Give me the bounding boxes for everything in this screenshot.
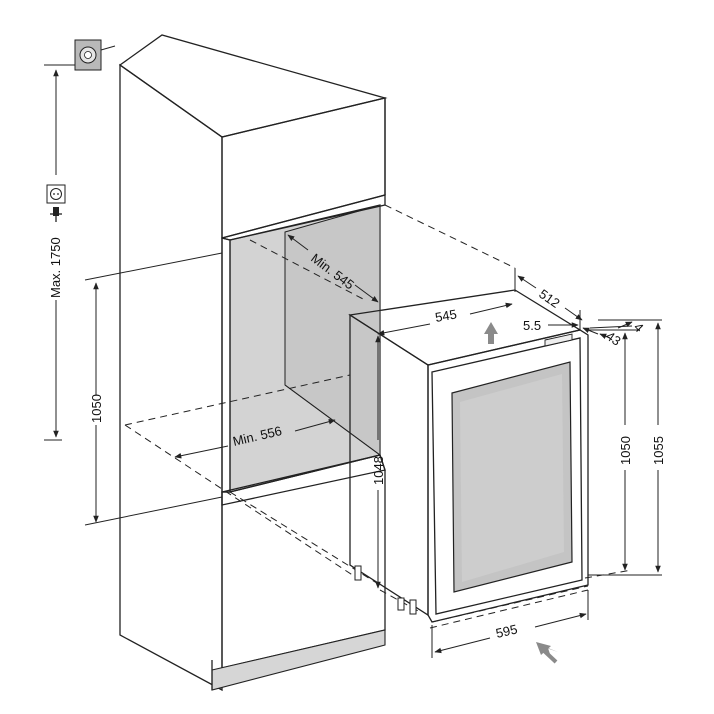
label-unit-top-depth: 545 (434, 306, 458, 325)
label-unit-total-depth: 512 (536, 286, 562, 311)
cooler-handle (544, 333, 573, 347)
label-unit-height: 1050 (618, 436, 633, 465)
airflow-front-arrow-icon (536, 642, 558, 664)
label-unit-height-with-door: 1055 (651, 436, 666, 465)
guide-lines (124, 204, 633, 629)
label-unit-width: 595 (494, 621, 519, 640)
label-door-thickness: 43 (603, 328, 623, 349)
label-gap: 5.5 (523, 318, 541, 333)
tall-cabinet (118, 34, 388, 692)
dimension-lines (44, 64, 662, 658)
power-socket-plug-icon (46, 184, 66, 222)
cabinet-left-face (119, 63, 223, 692)
label-side-height: 1048 (371, 456, 386, 485)
label-handle-offset: 4 (631, 320, 647, 336)
cabinet-plinth (211, 629, 386, 691)
label-niche-height: 1050 (89, 394, 104, 423)
wine-cooler (348, 289, 589, 623)
label-max-height: Max. 1750 (48, 237, 63, 298)
power-socket-icon (74, 39, 116, 71)
airflow-up-arrow-icon (484, 322, 498, 344)
cabinet-top-face (118, 34, 388, 138)
